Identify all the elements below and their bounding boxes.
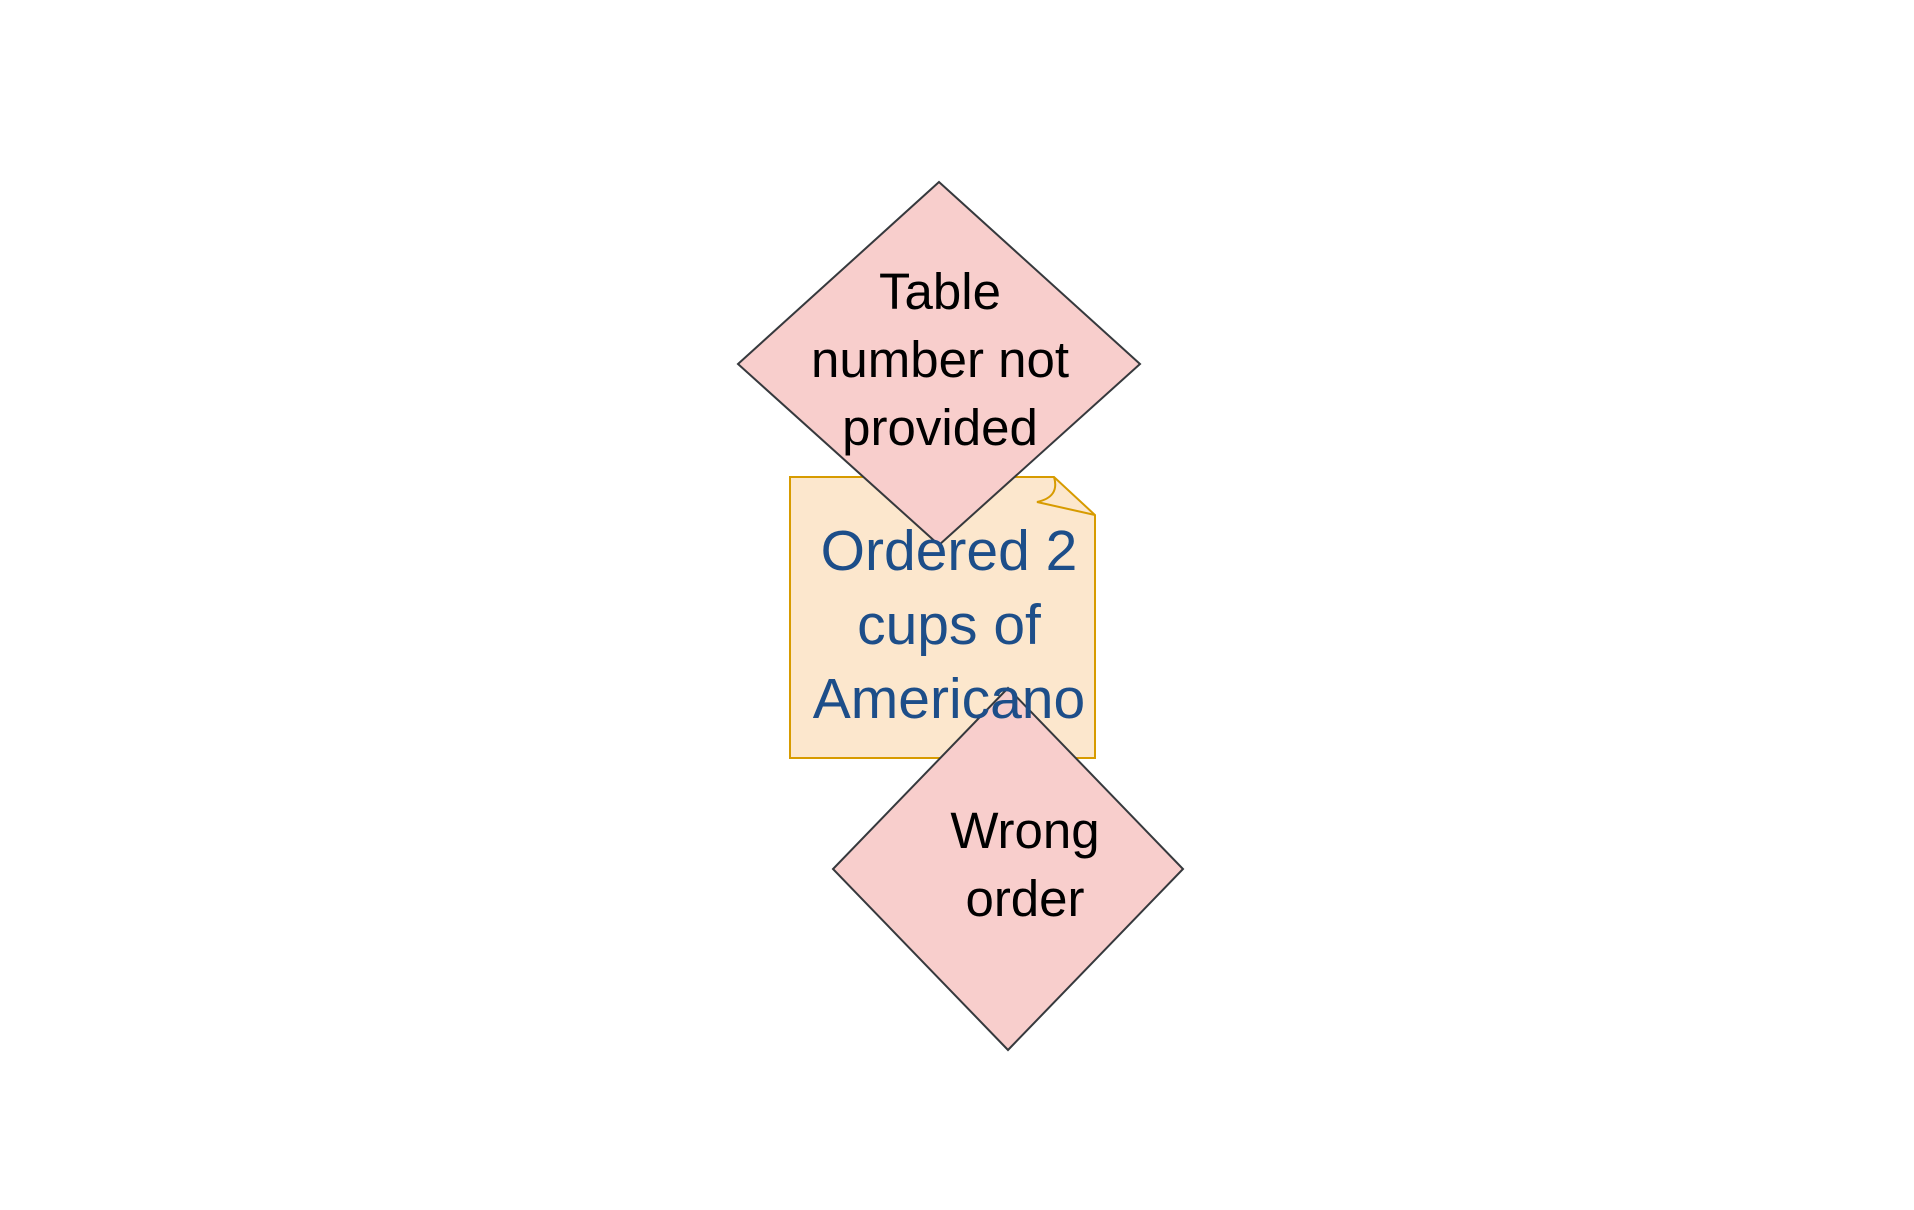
- issue-diamond-wrong-order[interactable]: [831, 686, 1185, 1052]
- sticky-note-fold: [1036, 476, 1096, 516]
- issue-diamond-table-number[interactable]: [736, 180, 1142, 547]
